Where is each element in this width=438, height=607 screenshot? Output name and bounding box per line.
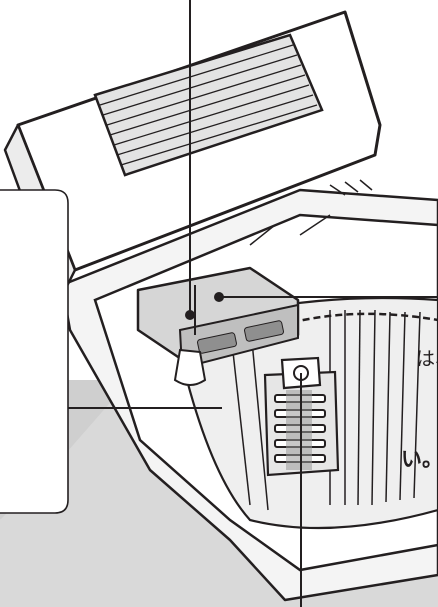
callout-text-line-2: い。 <box>401 443 438 473</box>
pulsator-mesh <box>286 390 312 470</box>
dispenser-drain-spout <box>175 350 205 385</box>
callout-text-line-1: は、 <box>416 344 438 371</box>
callout-box <box>0 190 68 513</box>
